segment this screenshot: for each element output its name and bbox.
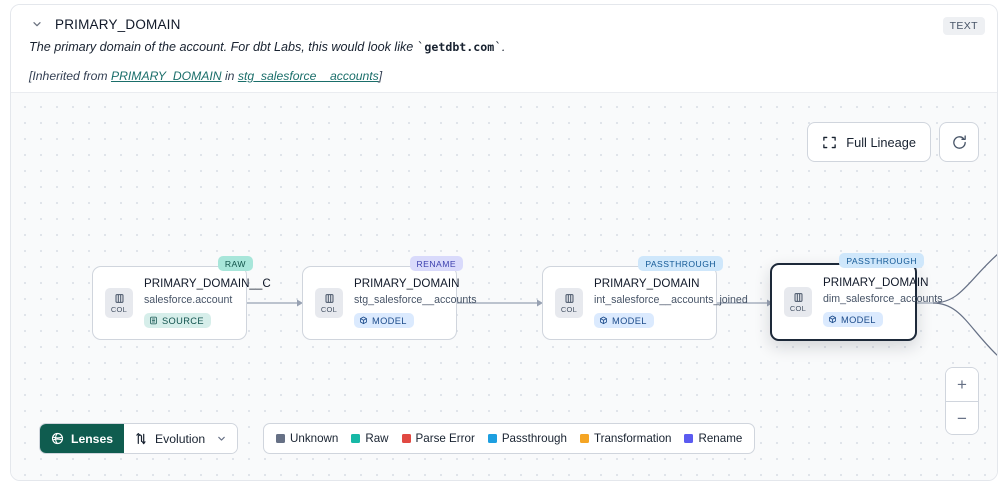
lenses-button[interactable]: Lenses [40,424,125,453]
legend-swatch [276,434,285,443]
lineage-edges [237,254,997,356]
refresh-icon [951,134,968,151]
node-name: PRIMARY_DOMAIN [594,277,700,290]
node-body: PRIMARY_DOMAIN stg_salesforce__accounts … [354,276,477,330]
description-text: The primary domain of the account. For d… [29,40,417,54]
evolution-label: Evolution [155,431,206,446]
col-badge: COL [105,288,133,318]
col-badge: COL [555,288,583,318]
evolution-dropdown[interactable]: Evolution [124,424,238,453]
inherited-column-link[interactable]: PRIMARY_DOMAIN [110,69,222,83]
inherited-model-link[interactable]: stg_salesforce__accounts [237,69,379,83]
col-badge-label: COL [320,304,338,314]
column-header-row[interactable]: PRIMARY_DOMAIN [29,16,181,32]
column-type-badge: TEXT [942,17,985,35]
legend-label: Parse Error [415,432,475,445]
inherit-middle: in [221,69,238,83]
aperture-icon [51,432,64,445]
inherited-from-note: [Inherited from PRIMARY_DOMAIN in stg_sa… [29,69,382,83]
col-badge-label: COL [560,304,578,314]
inherit-suffix: ] [378,69,383,83]
expand-icon [822,135,837,150]
legend-item: Transformation [579,432,672,445]
page-title: PRIMARY_DOMAIN [55,16,181,32]
node-materialization-label: MODEL [372,315,407,326]
legend-swatch [487,434,497,443]
legend-label: Unknown [290,432,339,445]
legend-label: Passthrough [501,432,567,445]
full-lineage-button[interactable]: Full Lineage [807,122,931,162]
refresh-button[interactable] [939,122,979,162]
chevron-down-icon [216,433,227,444]
full-lineage-label: Full Lineage [846,134,916,150]
node-body: PRIMARY_DOMAIN int_salesforce__accounts_… [594,276,748,330]
columns-icon [564,293,575,304]
node-materialization-label: MODEL [841,314,876,325]
lineage-node[interactable]: PASSTHROUGH COL PRIMARY_DOMAIN int_sales… [542,256,748,340]
column-description: The primary domain of the account. For d… [29,39,506,54]
zoom-in-button[interactable]: + [946,368,978,401]
node-materialization-badge: SOURCE [144,313,211,328]
col-badge-label: COL [789,303,807,313]
legend-swatch [351,434,361,443]
node-materialization-label: SOURCE [162,315,204,326]
legend-swatch [579,434,589,443]
lineage-toolbar: Full Lineage [807,122,979,162]
column-lineage-card: PRIMARY_DOMAIN TEXT The primary domain o… [10,4,998,481]
col-badge: COL [784,287,812,317]
node-tag: RAW [217,256,253,271]
node-tag: PASSTHROUGH [839,253,924,268]
col-badge: COL [315,288,343,318]
legend-swatch [684,434,694,443]
node-tag: PASSTHROUGH [638,256,723,271]
node-name: PRIMARY_DOMAIN__C [144,277,271,290]
lineage-node-selected[interactable]: PASSTHROUGH COL PRIMARY_DOMAIN dim_sales… [770,253,943,341]
lineage-canvas[interactable]: Full Lineage RAW COL [11,92,997,480]
legend-label: Rename [698,432,743,445]
node-body: PRIMARY_DOMAIN__C salesforce.account SOU… [144,276,271,330]
node-materialization-badge: MODEL [354,313,414,328]
node-name: PRIMARY_DOMAIN [823,276,929,289]
legend-item: Unknown [276,432,338,445]
legend-item: Parse Error [401,432,475,445]
col-badge-label: COL [110,304,128,314]
chevron-down-icon[interactable] [29,16,45,32]
inherit-prefix: [Inherited from [29,69,111,83]
zoom-out-button[interactable]: − [946,401,978,434]
lineage-node[interactable]: RENAME COL PRIMARY_DOMAIN stg_salesforce… [302,256,477,340]
columns-icon [324,293,335,304]
legend-label: Transformation [593,432,672,445]
node-name: PRIMARY_DOMAIN [354,277,460,290]
node-source: stg_salesforce__accounts [354,294,477,306]
legend-item: Rename [684,432,742,445]
lenses-label: Lenses [71,431,114,446]
legend-label: Raw [365,432,389,445]
node-source: dim_salesforce_accounts [823,293,943,305]
database-icon [149,316,158,325]
lineage-legend: Unknown Raw Parse Error Passthrough Tran… [263,423,756,454]
description-suffix: . [501,40,506,54]
node-materialization-label: MODEL [612,315,647,326]
zoom-controls: + − [945,367,979,435]
cube-icon [359,316,368,325]
legend-item: Passthrough [487,432,567,445]
node-source: salesforce.account [144,294,233,306]
lineage-node[interactable]: RAW COL PRIMARY_DOMAIN__C salesforce.acc… [92,256,271,340]
node-tag: RENAME [409,256,463,271]
legend-item: Raw [351,432,389,445]
node-materialization-badge: MODEL [594,313,654,328]
cube-icon [599,316,608,325]
legend-swatch [401,434,411,443]
columns-icon [114,293,125,304]
cube-icon [828,315,837,324]
lenses-control-group: Lenses Evolution [39,423,239,454]
node-source: int_salesforce__accounts_joined [594,294,748,306]
description-code: getdbt.com [424,40,495,54]
node-body: PRIMARY_DOMAIN dim_salesforce_accounts M… [823,275,943,329]
columns-icon [793,292,804,303]
evolution-arrows-icon [134,432,148,446]
column-header: PRIMARY_DOMAIN TEXT The primary domain o… [11,5,997,92]
node-materialization-badge: MODEL [823,312,883,327]
